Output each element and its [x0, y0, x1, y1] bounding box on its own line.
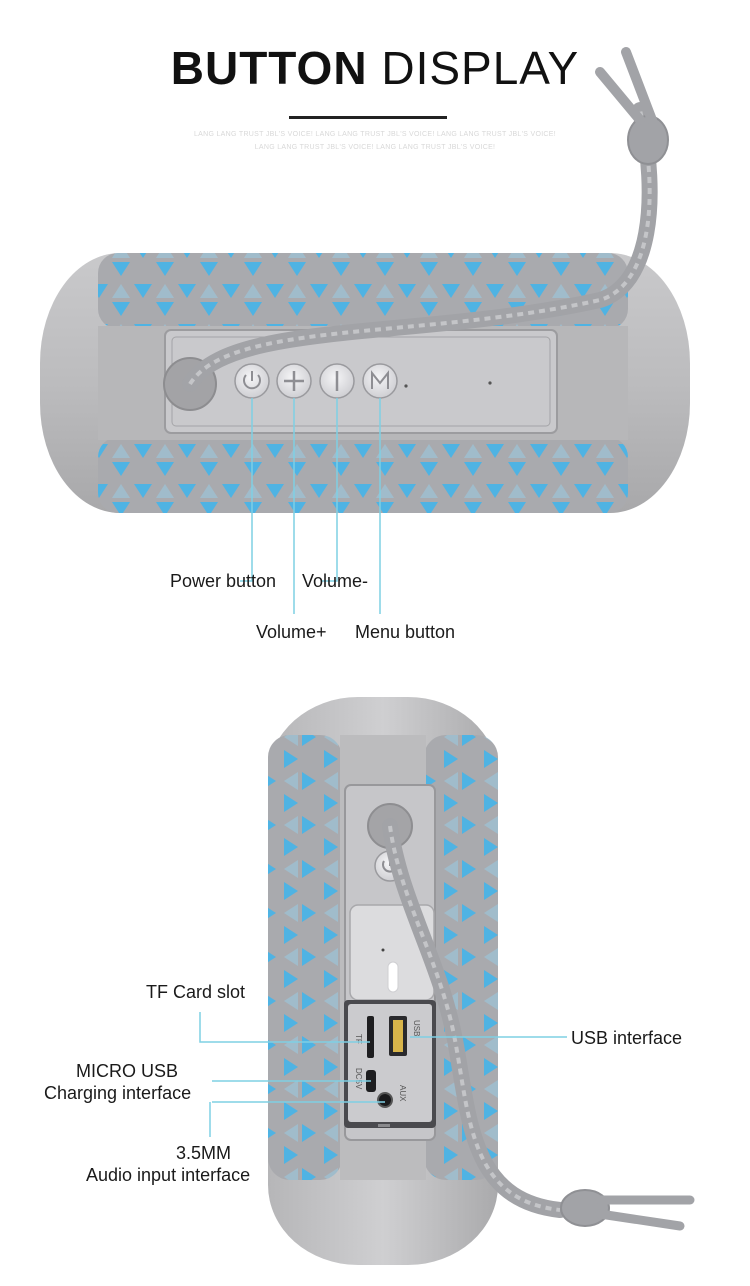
title-light-word: DISPLAY	[381, 42, 580, 94]
watermark-line-1: LANG LANG TRUST JBL'S VOICE! LANG LANG T…	[193, 131, 557, 138]
menu-button-label: Menu button	[355, 622, 456, 642]
tf-marking: TF	[354, 1034, 363, 1044]
tf-card-slot-graphic	[367, 1016, 374, 1058]
bottom-callout-lines	[199, 1012, 567, 1137]
tf-card-slot-label: TF Card slot	[146, 982, 246, 1002]
usb-interface-label: USB interface	[571, 1028, 683, 1048]
menu-button-graphic	[362, 363, 398, 399]
control-panel	[164, 329, 558, 434]
title-bold-word: BUTTON	[170, 42, 368, 94]
aux-marking: AUX	[398, 1085, 407, 1102]
power-button-graphic	[234, 363, 270, 399]
speaker-side-view	[40, 47, 690, 513]
micro-usb-label-line1: MICRO USB	[76, 1061, 179, 1081]
speaker-back-view: TF DC5V AUX USB	[268, 697, 695, 1265]
volume-plus-button-graphic	[276, 363, 312, 399]
micro-usb-label-line2: Charging interface	[44, 1083, 192, 1103]
volume-minus-label: Volume-	[302, 571, 369, 591]
title-underline	[289, 116, 447, 119]
audio-input-label-line2: Audio input interface	[86, 1165, 251, 1185]
page-title: BUTTON DISPLAY	[0, 40, 750, 96]
top-callout-lines	[240, 398, 381, 614]
volume-minus-button-graphic	[319, 363, 355, 399]
fabric-grille-right	[424, 735, 498, 1180]
usb-marking: USB	[412, 1020, 421, 1036]
fabric-grille-bottom	[98, 437, 628, 513]
audio-input-label-line1: 3.5MM	[176, 1143, 232, 1163]
power-button-label: Power button	[170, 571, 277, 591]
volume-plus-label: Volume+	[256, 622, 327, 642]
watermark-line-2: LANG LANG TRUST JBL'S VOICE! LANG LANG T…	[254, 144, 496, 151]
aux-jack-graphic	[377, 1092, 393, 1108]
dc5v-marking: DC5V	[354, 1068, 363, 1090]
fabric-grille-left	[268, 735, 342, 1180]
